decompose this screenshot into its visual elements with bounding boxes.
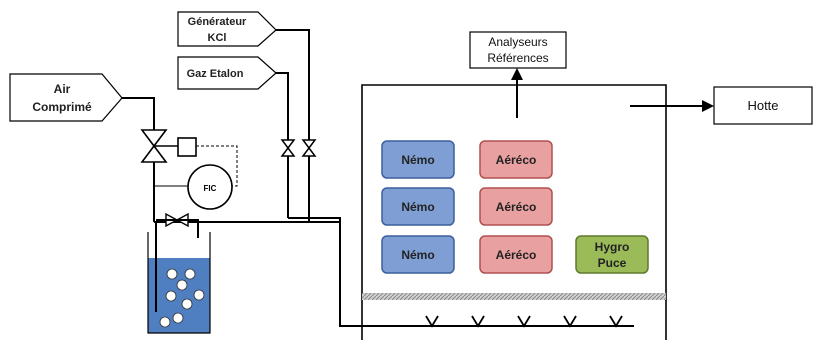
hygro-label-line1: Hygro [595,240,630,254]
kcl-valve-icon [301,139,317,157]
nemo-sensor-3: Némo [381,235,455,274]
hygro-puce-sensor: Hygro Puce [575,235,649,274]
diffuser-nozzles [425,315,623,328]
gaz-line [276,72,289,218]
mesh-grid [362,293,666,300]
control-signal-line [196,145,238,187]
aereco-label-3: Aéréco [496,248,537,262]
nemo-sensor-2: Némo [381,187,455,226]
nemo-label-1: Némo [401,153,434,167]
nemo-label-2: Némo [401,200,434,214]
generateur-label-line1: Générateur [188,16,247,28]
nemo-sensor-1: Némo [381,140,455,179]
fic-label: FIC [204,184,217,193]
nemo-label-3: Némo [401,248,434,262]
aereco-label-1: Aéréco [496,153,537,167]
analyseurs-references-box: Analyseurs Références [469,31,567,69]
air-label-line2: Comprimé [32,100,92,114]
hygro-label-line2: Puce [598,256,627,270]
hotte-box: Hotte [713,86,813,125]
main-feed-line [288,217,362,327]
generateur-label-line2: KCl [208,32,227,44]
gaz-etalon-source: Gaz Etalon [177,56,277,90]
kcl-line [276,29,310,218]
hotte-label: Hotte [747,98,778,113]
tank-return-line [156,219,199,238]
gaz-valve-icon [280,139,296,157]
aereco-sensor-1: Aéréco [479,140,553,179]
air-label-line1: Air [54,82,71,96]
fic-controller: FIC [154,164,233,210]
bubbler-tank [147,221,340,334]
aereco-sensor-3: Aéréco [479,235,553,274]
air-line [122,97,155,222]
air-comprime-source: Air Comprimé [9,73,123,122]
generateur-kcl-source: Générateur KCl [177,11,277,47]
aereco-label-2: Aéréco [496,200,537,214]
analyseurs-label-line1: Analyseurs [488,35,547,49]
aereco-sensor-2: Aéréco [479,187,553,226]
air-valve-icon [140,129,197,163]
gaz-etalon-label: Gaz Etalon [187,68,244,80]
test-chamber [361,84,667,340]
analyseurs-label-line2: Références [487,51,548,65]
